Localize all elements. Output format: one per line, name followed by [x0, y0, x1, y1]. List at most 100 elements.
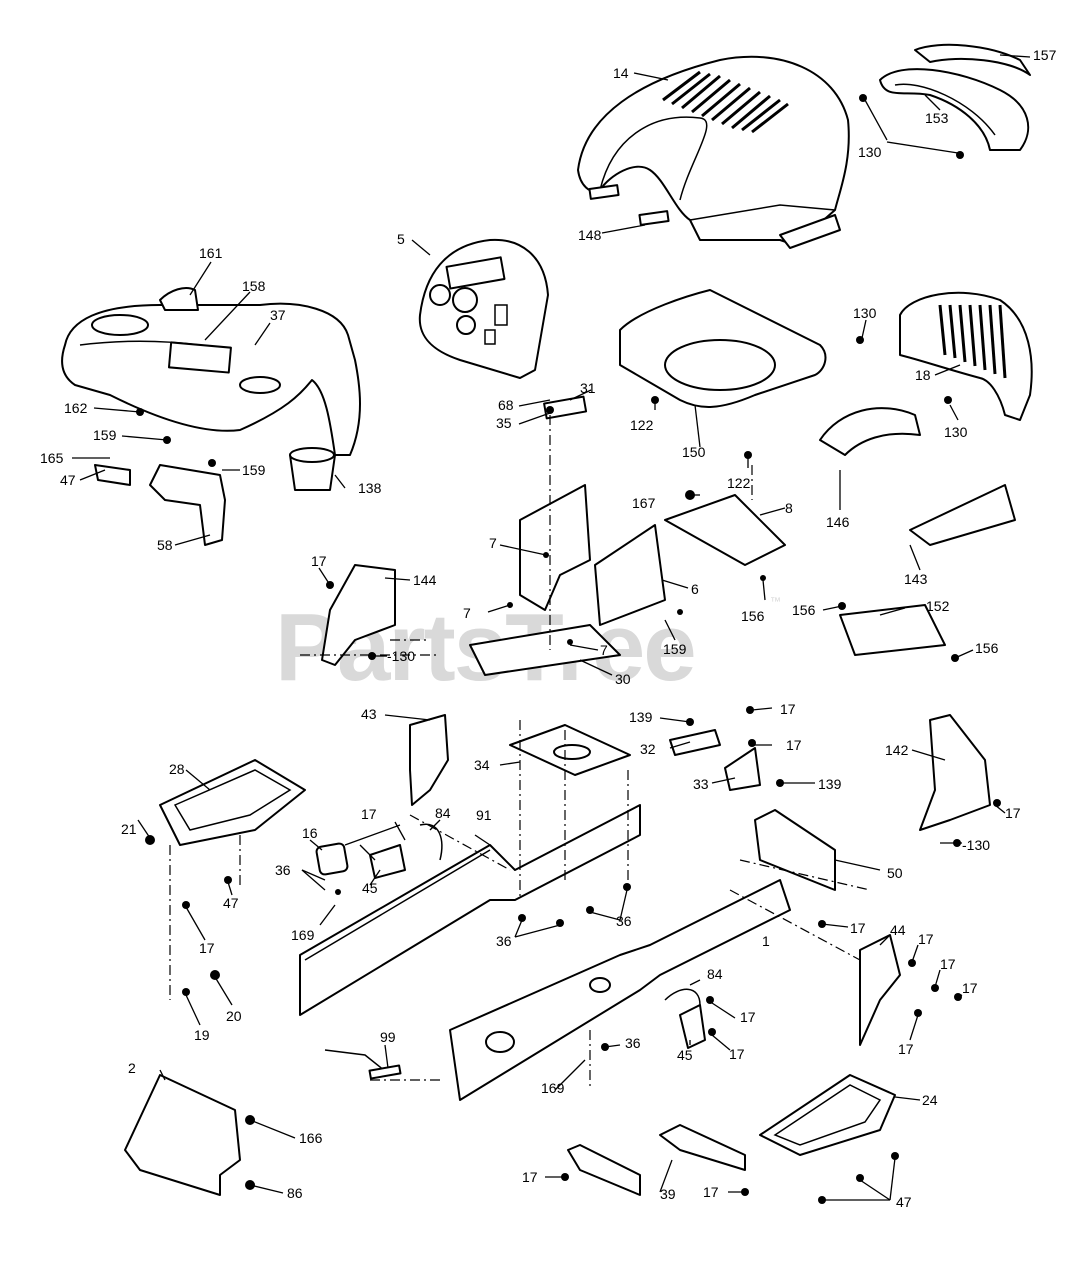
callout-165[interactable]: 165 — [40, 450, 64, 466]
callout-8[interactable]: 8 — [785, 500, 793, 516]
callout-17[interactable]: 17 — [940, 956, 956, 972]
callout-44[interactable]: 44 — [890, 922, 906, 938]
part-grille[interactable] — [899, 291, 1033, 421]
part-bracket-58[interactable] — [94, 464, 226, 546]
part-bracket-39[interactable] — [659, 1124, 746, 1171]
callout-17[interactable]: 17 — [786, 737, 802, 753]
callout-36[interactable]: 36 — [496, 933, 512, 949]
part-cover-152[interactable] — [839, 604, 946, 656]
callout-161[interactable]: 161 — [199, 245, 223, 261]
callout-7[interactable]: 7 — [600, 642, 608, 658]
part-bracket-bottom[interactable] — [567, 1144, 641, 1196]
callout-17[interactable]: 17 — [361, 806, 377, 822]
callout-32[interactable]: 32 — [640, 741, 656, 757]
callout-162[interactable]: 162 — [64, 400, 88, 416]
callout-17[interactable]: 17 — [703, 1184, 719, 1200]
part-fender-body[interactable] — [61, 287, 361, 456]
callout-2[interactable]: 2 — [128, 1060, 136, 1076]
callout-6[interactable]: 6 — [691, 581, 699, 597]
callout-156[interactable]: 156 — [792, 602, 816, 618]
callout-17[interactable]: 17 — [850, 920, 866, 936]
callout-146[interactable]: 146 — [826, 514, 850, 530]
callout-18[interactable]: 18 — [915, 367, 931, 383]
callout-5[interactable]: 5 — [397, 231, 405, 247]
callout-138[interactable]: 138 — [358, 480, 382, 496]
callout-28[interactable]: 28 — [169, 761, 185, 777]
callout-130[interactable]: 130 — [853, 305, 877, 321]
part-frame-rail-right[interactable] — [449, 879, 791, 1101]
part-bracket-45-left[interactable] — [369, 844, 406, 879]
callout-21[interactable]: 21 — [121, 821, 137, 837]
callout-122[interactable]: 122 — [630, 417, 654, 433]
callout-17[interactable]: 17 — [199, 940, 215, 956]
part-headlight-bezel[interactable] — [859, 43, 1031, 159]
callout-84[interactable]: 84 — [707, 966, 723, 982]
callout-139[interactable]: 139 — [818, 776, 842, 792]
callout-156[interactable]: 156 — [741, 608, 765, 624]
callout-47[interactable]: 47 — [223, 895, 239, 911]
callout-139[interactable]: 139 — [629, 709, 653, 725]
callout-17[interactable]: 17 — [918, 931, 934, 947]
callout-86[interactable]: 86 — [287, 1185, 303, 1201]
callout-159[interactable]: 159 — [93, 427, 117, 443]
part-hood-pan[interactable] — [619, 289, 827, 408]
callout-34[interactable]: 34 — [474, 757, 490, 773]
callout-150[interactable]: 150 — [682, 444, 706, 460]
callout-91[interactable]: 91 — [476, 807, 492, 823]
callout-36[interactable]: 36 — [616, 913, 632, 929]
part-grommet-16[interactable] — [315, 842, 349, 876]
callout-17[interactable]: 17 — [740, 1009, 756, 1025]
part-footrest-right[interactable] — [759, 1074, 896, 1156]
part-bracket-44[interactable] — [859, 934, 901, 1046]
callout-84[interactable]: 84 — [435, 805, 451, 821]
part-plate-34[interactable] — [509, 724, 631, 776]
part-hood[interactable] — [577, 55, 850, 249]
callout-17[interactable]: 17 — [729, 1046, 745, 1062]
callout-45[interactable]: 45 — [677, 1047, 693, 1063]
callout-35[interactable]: 35 — [496, 415, 512, 431]
callout-130[interactable]: -130 — [962, 837, 990, 853]
callout-148[interactable]: 148 — [578, 227, 602, 243]
part-bracket-84-right[interactable] — [664, 988, 701, 1006]
callout-122[interactable]: 122 — [727, 475, 751, 491]
callout-167[interactable]: 167 — [632, 495, 656, 511]
part-bracket-43[interactable] — [409, 714, 449, 806]
callout-158[interactable]: 158 — [242, 278, 266, 294]
callout-45[interactable]: 45 — [362, 880, 378, 896]
callout-7[interactable]: 7 — [489, 535, 497, 551]
callout-19[interactable]: 19 — [194, 1027, 210, 1043]
callout-159[interactable]: 159 — [242, 462, 266, 478]
callout-14[interactable]: 14 — [613, 65, 629, 81]
part-bracket-50[interactable] — [754, 809, 836, 891]
callout-142[interactable]: 142 — [885, 742, 909, 758]
callout-17[interactable]: 17 — [898, 1041, 914, 1057]
callout-17[interactable]: 17 — [522, 1169, 538, 1185]
part-bracket-32[interactable] — [669, 729, 721, 756]
callout-152[interactable]: 152 — [926, 598, 950, 614]
callout-30[interactable]: 30 — [615, 671, 631, 687]
callout-47[interactable]: 47 — [896, 1194, 912, 1210]
part-bracket-84-left[interactable] — [419, 823, 443, 861]
callout-166[interactable]: 166 — [299, 1130, 323, 1146]
callout-50[interactable]: 50 — [887, 865, 903, 881]
callout-17[interactable]: 17 — [1005, 805, 1021, 821]
part-shield-146[interactable] — [819, 407, 921, 456]
callout-130[interactable]: 130 — [944, 424, 968, 440]
callout-130[interactable]: 130 — [858, 144, 882, 160]
callout-43[interactable]: 43 — [361, 706, 377, 722]
callout-37[interactable]: 37 — [270, 307, 286, 323]
callout-17[interactable]: 17 — [780, 701, 796, 717]
callout-58[interactable]: 58 — [157, 537, 173, 553]
callout-24[interactable]: 24 — [922, 1092, 938, 1108]
part-frame-rail-left[interactable] — [299, 804, 641, 1016]
part-footrest-left[interactable] — [159, 759, 306, 846]
part-bracket-142[interactable] — [919, 714, 991, 831]
callout-169[interactable]: 169 — [291, 927, 315, 943]
part-bracket-33[interactable] — [724, 747, 761, 791]
callout-20[interactable]: 20 — [226, 1008, 242, 1024]
callout-7[interactable]: 7 — [463, 605, 471, 621]
callout-159[interactable]: 159 — [663, 641, 687, 657]
callout-47[interactable]: 47 — [60, 472, 76, 488]
callout-169[interactable]: 169 — [541, 1080, 565, 1096]
callout-156[interactable]: 156 — [975, 640, 999, 656]
